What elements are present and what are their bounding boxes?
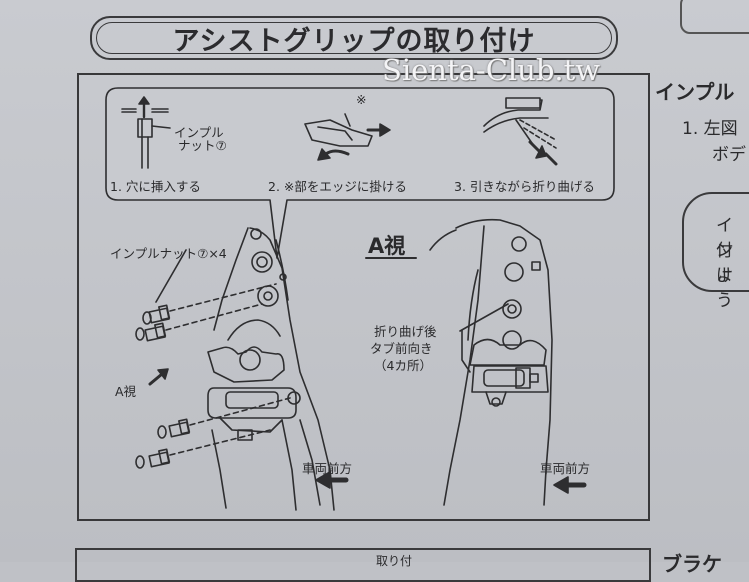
step2-icon — [304, 113, 391, 161]
bottom-frame — [75, 548, 651, 582]
bottom-frame-text: 取り付 — [376, 554, 413, 568]
right-pillar — [429, 218, 553, 506]
instruction-illustration — [105, 87, 615, 511]
step2-label: 2. ※部をエッジに掛ける — [268, 179, 407, 194]
step1-icon — [121, 96, 171, 169]
nut-group-upper — [135, 249, 277, 342]
top-right-frame — [680, 0, 749, 34]
right-step-line1: 1. 左図 — [682, 119, 738, 139]
a-view-label: A視 — [115, 384, 137, 399]
note-line1: 折り曲げ後 — [374, 324, 437, 339]
left-front-arrow — [315, 471, 349, 489]
steps-callout-box — [105, 87, 615, 259]
right-callout-line1: イン — [716, 216, 733, 261]
step1-callout-line2: ナット⑦ — [178, 138, 227, 153]
step1-callout-line1: インプル — [174, 125, 224, 140]
step3-label: 3. 引きながら折り曲げる — [454, 179, 595, 194]
a-view-title: A視 — [368, 234, 406, 258]
right-callout-frame — [682, 192, 749, 292]
right-front-arrow — [553, 476, 587, 494]
section-title-frame: アシストグリップの取り付け — [90, 16, 618, 60]
left-pillar — [207, 227, 335, 511]
right-callout-line3: よう — [716, 266, 733, 311]
section-title: アシストグリップの取り付け — [172, 25, 536, 57]
step3-icon — [483, 97, 558, 166]
a-view-arrow — [148, 368, 169, 386]
watermark: Sienta-Club.tw — [382, 53, 601, 87]
bottom-right-heading: ブラケ — [662, 552, 722, 576]
right-callout-line2: 付け — [716, 241, 733, 286]
step1-label: 1. 穴に挿入する — [110, 179, 201, 194]
right-section-heading: インプル — [655, 80, 735, 104]
right-step-line2: ボデ — [712, 145, 746, 165]
note-line3: （4カ所） — [374, 358, 432, 373]
step2-marker: ※ — [356, 92, 367, 107]
nut-group-lower — [135, 397, 291, 469]
instruction-frame — [77, 73, 650, 521]
nut-label: インプルナット⑦×4 — [110, 246, 227, 261]
note-line2: タブ前向き — [370, 341, 433, 356]
left-front-label: 車両前方 — [302, 461, 353, 476]
right-front-label: 車両前方 — [540, 461, 591, 476]
